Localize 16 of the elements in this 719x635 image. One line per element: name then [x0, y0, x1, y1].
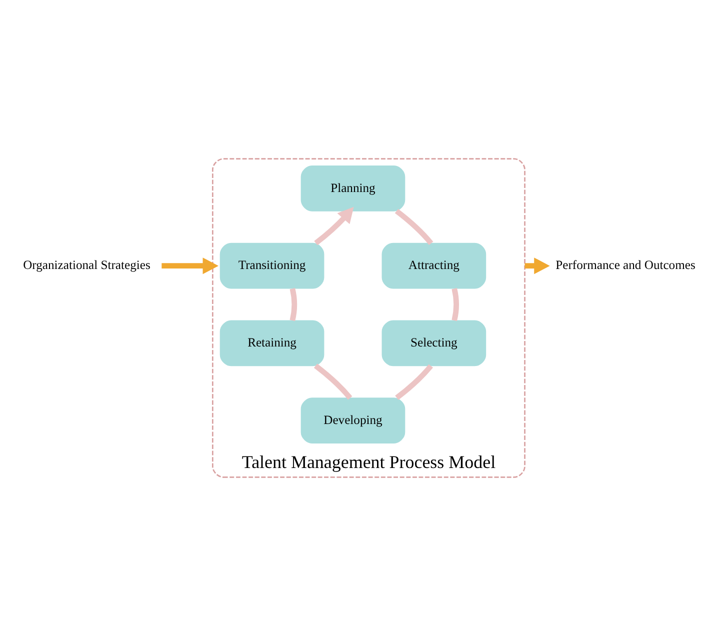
connector: [394, 208, 434, 245]
node-box: Transitioning: [220, 242, 324, 288]
arrow: [314, 206, 354, 245]
connector: [290, 288, 297, 321]
node-text: Organizational Strategies: [23, 258, 150, 272]
node-box: Planning: [300, 165, 406, 211]
arrow: [162, 257, 218, 274]
node-box: Retaining: [220, 320, 324, 366]
arrow: [524, 257, 550, 274]
connector: [452, 288, 459, 321]
node-text: Performance and Outcomes: [556, 258, 696, 272]
node-box: Selecting: [382, 320, 486, 366]
connector: [314, 363, 352, 400]
connector: [395, 364, 433, 400]
node-box: Attracting: [382, 242, 486, 288]
node-box: Developing: [300, 397, 406, 443]
